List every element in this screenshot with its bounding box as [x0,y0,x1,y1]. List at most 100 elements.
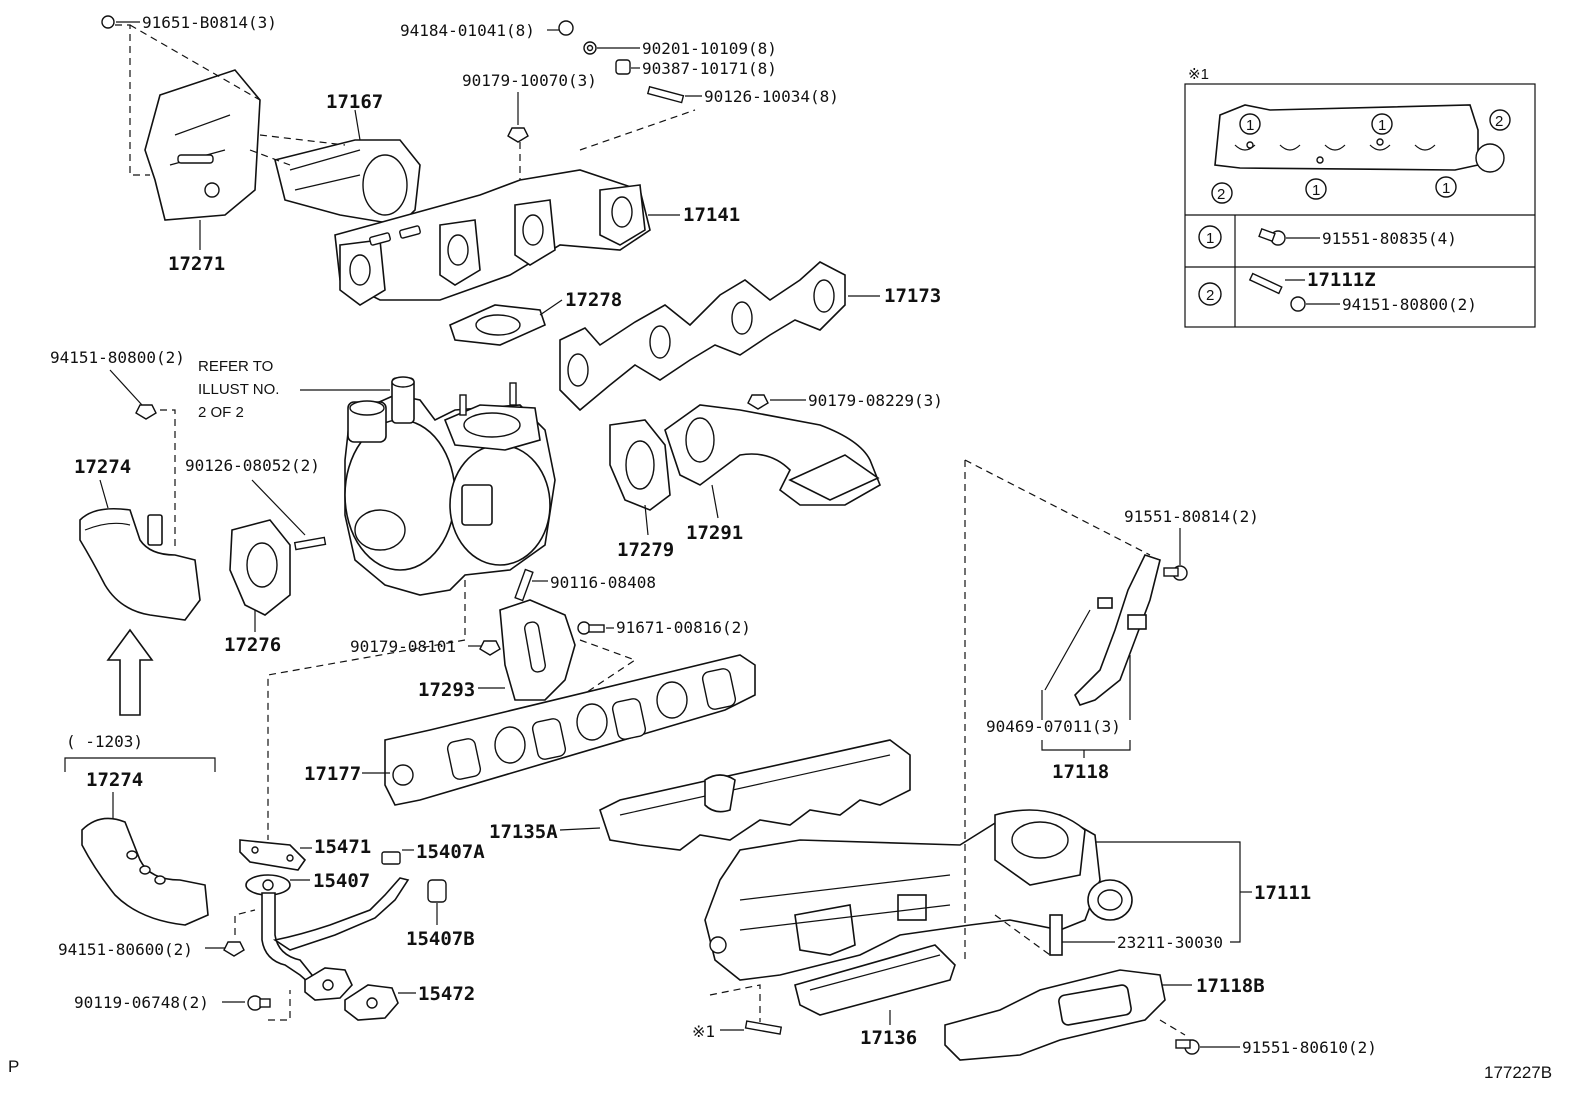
gasket-15472[interactable] [304,967,399,1021]
callout-1-a: 1 [1239,113,1261,135]
callout-2-b: 2 [1211,182,1233,204]
row2-callout: 2 [1198,282,1222,306]
label-90469-07011: 90469-07011(3) [986,717,1121,736]
ref-mark-bottom: ※1 [692,1022,715,1041]
bolt-91551-80814 [1163,565,1188,581]
label-17293: 17293 [418,679,475,701]
nut-90179-08229 [747,394,769,410]
exhaust-pipe-17291[interactable] [664,404,882,506]
plate-15471[interactable] [239,839,307,871]
label-91551-80610: 91551-80610(2) [1242,1038,1377,1057]
refer-note-line2: ILLUST NO. [198,381,279,398]
gasket-17173[interactable] [559,261,846,412]
intake-manifold-17135A[interactable] [599,739,911,851]
label-17177: 17177 [304,763,361,785]
washer-90201 [583,41,597,55]
stud-90126-08052 [293,536,327,551]
label-17167: 17167 [326,91,383,113]
label-90126-10034: 90126-10034(8) [704,87,839,106]
label-90387: 90387-10171(8) [642,59,777,78]
label-94184: 94184-01041(8) [400,21,535,40]
label-15407: 15407 [313,870,370,892]
corner-mark: P [8,1057,19,1076]
label-90126-08052: 90126-08052(2) [185,456,320,475]
insulator-17167[interactable] [274,139,421,226]
heat-insulator-17271[interactable] [144,69,261,221]
callout-2-a: 2 [1489,109,1511,131]
nut-90179-10070 [507,127,529,143]
label-17111Z: 17111Z [1307,269,1376,291]
turbocharger-assembly[interactable] [344,376,556,596]
label-17136: 17136 [860,1027,917,1049]
label-17291: 17291 [686,522,743,544]
bracket-17293[interactable] [499,599,576,701]
callout-1-b: 1 [1371,113,1393,135]
label-17274-top: 17274 [74,456,131,478]
air-hose-17274-top[interactable] [79,507,201,621]
gasket-17278[interactable] [449,304,546,346]
label-91671-00816: 91671-00816(2) [616,618,751,637]
label-17271: 17271 [168,253,225,275]
svg-text:1: 1 [1442,180,1450,197]
label-90119-06748: 90119-06748(2) [74,993,209,1012]
label-94151-80800: 94151-80800(2) [50,348,185,367]
nut-94151-80800 [135,404,157,420]
bracket-17118[interactable] [1044,554,1161,720]
label-17118: 17118 [1052,761,1109,783]
stud-90126-10034 [646,85,685,104]
bolt-91671-00816 [577,621,605,635]
label-17279: 17279 [617,539,674,561]
label-17141: 17141 [683,204,740,226]
svg-text:1: 1 [1312,182,1320,199]
callout-1-c: 1 [1305,178,1327,200]
egr-cooler-17111[interactable] [704,809,1133,981]
label-90179-08229: 90179-08229(3) [808,391,943,410]
label-17111: 17111 [1254,882,1311,904]
label-94151-80800-inset: 94151-80800(2) [1342,295,1477,314]
gasket-17276[interactable] [229,519,291,616]
label-91551-80835: 91551-80835(4) [1322,229,1457,248]
sensor-23211-30030 [1049,914,1063,956]
inset-panel: ※1 1 1 2 2 1 1 1 91551-80835(4) 2 17111Z… [1184,66,1536,328]
stud-90116-08408 [514,568,534,602]
callout-1-d: 1 [1435,176,1457,198]
date-range-label: ( -1203) [66,732,143,751]
label-90201: 90201-10109(8) [642,39,777,58]
label-90179-08101: 90179-08101 [350,637,456,656]
row1-callout: 1 [1198,225,1222,249]
svg-text:2: 2 [1495,113,1503,130]
label-90179-10070: 90179-10070(3) [462,71,597,90]
bolt-91551-80835 [1258,227,1286,246]
inset-ref-mark: ※1 [1188,66,1209,83]
intake-gasket-17177[interactable] [384,654,756,806]
svg-text:1: 1 [1378,117,1386,134]
refer-note-line1: REFER TO [198,358,273,375]
label-17278: 17278 [565,289,622,311]
label-94151-80600: 94151-80600(2) [58,940,193,959]
exhaust-manifold-17141[interactable] [334,169,651,306]
label-23211-30030: 23211-30030 [1117,933,1223,952]
svg-text:1: 1 [1246,117,1254,134]
label-91551-80814: 91551-80814(2) [1124,507,1259,526]
stud-17111Z [1248,272,1283,295]
label-15472: 15472 [418,983,475,1005]
gasket-17279[interactable] [609,419,671,511]
label-15407B: 15407B [406,928,475,950]
assembly-direction-arrow [106,628,154,716]
label-17173: 17173 [884,285,941,307]
bolt-91651 [101,15,115,29]
insulator-17136[interactable] [794,944,956,1016]
insulator-17118B[interactable] [944,969,1166,1061]
sensor-15407A [381,851,401,865]
cap-15407B [427,879,447,903]
diagram-code: 177227B [1484,1063,1552,1082]
label-17118B: 17118B [1196,975,1265,997]
label-17274-bottom: 17274 [86,769,143,791]
nut-94184 [558,20,574,36]
nut-90179-08101 [479,640,501,656]
nut-94151-80600 [223,941,245,957]
bolt-91551-80610 [1175,1039,1200,1055]
air-hose-17274-bottom[interactable] [81,817,209,926]
label-90116-08408: 90116-08408 [550,573,656,592]
